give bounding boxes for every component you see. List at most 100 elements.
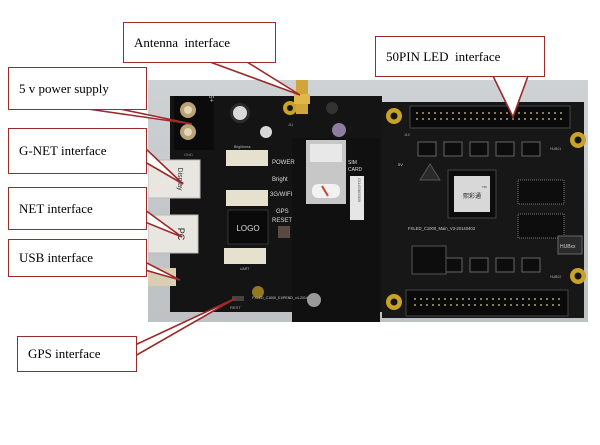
gps-switch (232, 296, 244, 301)
header-wifi (226, 190, 268, 206)
plus5v-marking: +5V (210, 91, 216, 102)
header-pin (506, 112, 508, 114)
hub01-marking: HUB01 (550, 147, 561, 151)
header-pin (444, 298, 446, 300)
callout-power-supply: 5 v power supply (8, 67, 147, 110)
header-pin (500, 112, 502, 114)
header-pin (540, 298, 542, 300)
rest-marking: REST (230, 305, 241, 310)
callout-usb: USB interface (8, 239, 147, 277)
header-pin (420, 298, 422, 300)
callout-net: NET interface (8, 187, 147, 230)
header-pin (462, 304, 464, 306)
wifi-marking: 3G/WIFI (270, 192, 293, 198)
header-pin (504, 298, 506, 300)
header-pin (522, 298, 524, 300)
header-pin (428, 118, 430, 120)
ram-chip (517, 179, 565, 205)
header-pin (488, 112, 490, 114)
header-pin (534, 298, 536, 300)
header-pin (524, 118, 526, 120)
callout-gnet-text: G-NET interface (19, 143, 107, 158)
header-pin (528, 304, 530, 306)
header-pin (560, 118, 562, 120)
header-pin (434, 112, 436, 114)
header-pin (462, 298, 464, 300)
header-pin (494, 118, 496, 120)
flash-chip (411, 245, 447, 275)
led-bottom-header (405, 289, 569, 317)
display-marking: Display (176, 168, 183, 191)
processor-label-plate (454, 176, 490, 212)
gnd-marking: GND (184, 152, 193, 157)
header-pin (474, 304, 476, 306)
header-pin (474, 298, 476, 300)
header-pin (468, 298, 470, 300)
capacitor (260, 126, 272, 138)
callout-antenna-text: Antenna interface (134, 34, 231, 50)
header-pin (512, 118, 514, 120)
mounting-screw (307, 293, 321, 307)
header-pin (428, 112, 430, 114)
header-pin (504, 304, 506, 306)
callout-power-text: 5 v power supply (19, 80, 109, 96)
header-pin (470, 112, 472, 114)
header-pin (552, 304, 554, 306)
header-pin (426, 298, 428, 300)
header-pin (444, 304, 446, 306)
v5-marking: 5V (398, 162, 403, 167)
header-pin (416, 118, 418, 120)
header-pin (480, 304, 482, 306)
usb-port (148, 268, 176, 286)
header-pin (486, 298, 488, 300)
power-terminal-block (174, 96, 214, 150)
bright-marking: Bright (272, 177, 288, 183)
driver-chip-top (521, 141, 541, 157)
header-pin (542, 112, 544, 114)
callout-gnet: G-NET interface (8, 128, 147, 174)
header-pin (480, 298, 482, 300)
header-pin (554, 112, 556, 114)
header-pin (450, 304, 452, 306)
header-pin (438, 298, 440, 300)
j11-marking: J11 (288, 123, 293, 127)
driver-chip-top (469, 141, 489, 157)
header-pin (456, 304, 458, 306)
header-brightness (226, 150, 268, 166)
header-pin (414, 298, 416, 300)
header-pin (432, 304, 434, 306)
callout-gps: GPS interface (17, 336, 137, 372)
header-pin (420, 304, 422, 306)
header-pin (522, 304, 524, 306)
net-port: PC (148, 214, 199, 254)
driver-chip-bottom (469, 257, 489, 273)
header-pin (534, 304, 536, 306)
header-pin (446, 112, 448, 114)
header-pin (498, 298, 500, 300)
brightness-marking: Brightness (234, 145, 251, 149)
header-pin (530, 118, 532, 120)
callout-50pin-text: 50PIN LED interface (386, 48, 501, 64)
callout-antenna: Antenna interface (123, 22, 276, 63)
power-marking: POWER (272, 160, 295, 166)
header-pin (518, 112, 520, 114)
driver-chip-top (495, 141, 515, 157)
header-pin (510, 304, 512, 306)
header-pin (438, 304, 440, 306)
capacitor (332, 123, 346, 137)
sim-sticker-text: CS14001600158 (357, 178, 361, 202)
logo-marking: LOGO (236, 224, 259, 233)
header-pin (470, 118, 472, 120)
uart-marking: UART (240, 267, 250, 271)
expend-board-label: FXLED_C1000_EXPEND_v4-20140701 (252, 296, 316, 300)
header-pin (542, 118, 544, 120)
header-pin (528, 298, 530, 300)
header-pin (452, 112, 454, 114)
header-pin (464, 118, 466, 120)
j10-marking: J10 (404, 133, 410, 137)
header-pin (530, 112, 532, 114)
header-pin (554, 118, 556, 120)
header-pin (440, 112, 442, 114)
driver-chip-bottom (495, 257, 515, 273)
header-pin (512, 112, 514, 114)
